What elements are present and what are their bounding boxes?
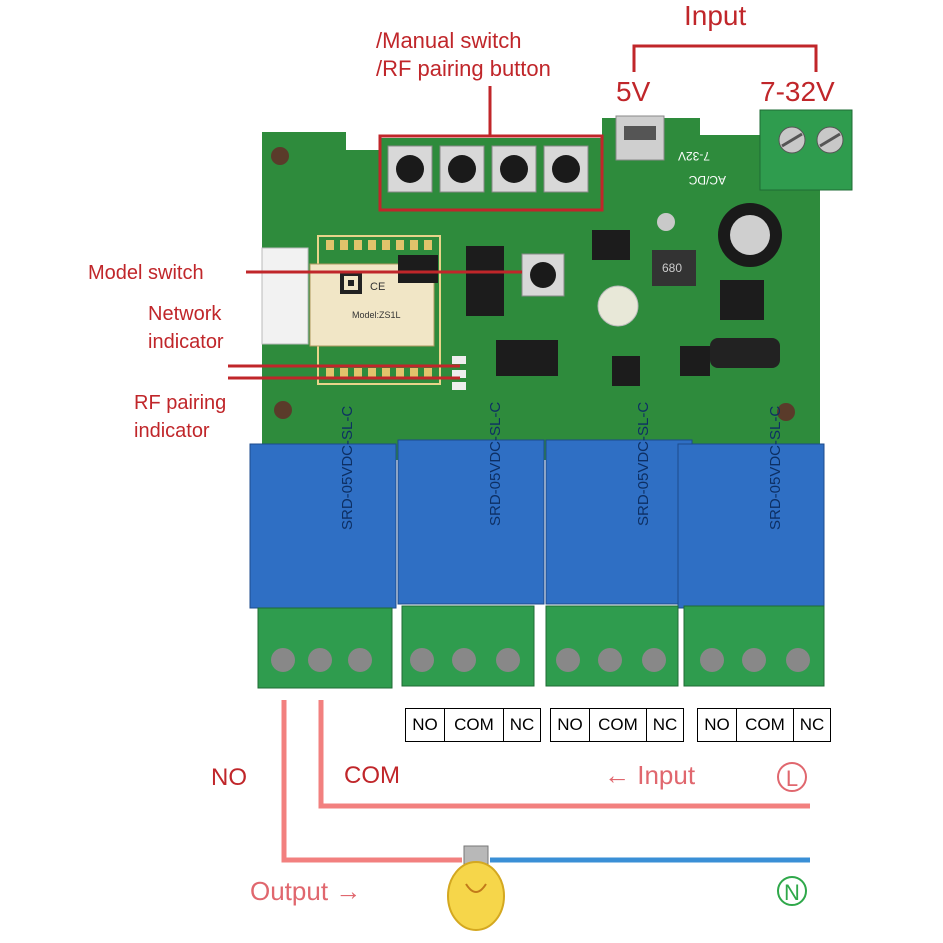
- ic-chips: [398, 230, 764, 386]
- relay-terminal-labels-3: NO COM NC: [697, 708, 831, 742]
- 5v-label: 5V: [616, 76, 651, 107]
- module-ce-text: CE: [370, 281, 385, 293]
- relay-3: SRD-05VDC-SL-C: [545, 402, 693, 605]
- inductor: [652, 250, 696, 286]
- relay-4-part: SRD-05VDC-SL-C: [767, 406, 784, 530]
- 7-32v-label: 7-32V: [760, 76, 835, 107]
- model-switch-button: [521, 253, 565, 297]
- terminal-nc-label: NC: [799, 715, 825, 734]
- terminal-nc-label: NC: [652, 715, 678, 734]
- input-label: Input: [684, 0, 747, 31]
- relay-terminal-labels-1: NO COM NC: [405, 708, 541, 742]
- relay-2-part: SRD-05VDC-SL-C: [487, 402, 504, 526]
- indicator-pointer-lines: [228, 270, 522, 380]
- board-power-text: 7-32V: [678, 149, 710, 163]
- relay-terminal-blocks: [257, 605, 825, 689]
- terminal-no-label: NO: [551, 709, 590, 741]
- live-symbol: L: [777, 762, 807, 792]
- terminal-nc-label: NC: [509, 715, 535, 734]
- wire-output-label: Output →: [250, 876, 362, 906]
- white-connector: [261, 247, 309, 345]
- wire-com-label: COM: [344, 762, 400, 789]
- rf-pairing-indicator-label-line1: RF pairing: [134, 392, 227, 414]
- wire-no-label: NO: [211, 764, 247, 791]
- terminal-no-label: NO: [406, 709, 445, 741]
- model-switch-label: Model switch: [88, 262, 204, 284]
- network-indicator-leds: [452, 356, 466, 390]
- board-acdc-text: AC/DC: [688, 173, 726, 187]
- rf-pairing-indicator-label-line2: indicator: [134, 420, 210, 442]
- terminal-com-label: COM: [737, 709, 794, 741]
- capacitor: [718, 203, 782, 267]
- rf-pairing-button-label: /RF pairing button: [376, 56, 551, 81]
- relays: SRD-05VDC-SL-C SRD-05VDC-SL-C SRD-05VDC-…: [249, 402, 825, 609]
- terminal-com-label: COM: [590, 709, 647, 741]
- manual-switch-buttons: [387, 145, 589, 193]
- wires: [281, 700, 810, 863]
- relay-1-part: SRD-05VDC-SL-C: [339, 406, 356, 530]
- terminal-no-label: NO: [698, 709, 737, 741]
- relay-terminal-labels-2: NO COM NC: [550, 708, 684, 742]
- power-terminal-block: [759, 109, 853, 191]
- relay-2: SRD-05VDC-SL-C: [397, 402, 545, 605]
- output-wire: [281, 700, 462, 863]
- com-wire: [318, 700, 810, 809]
- light-bulb-icon: [447, 845, 505, 931]
- rf-coil: [710, 338, 780, 368]
- manual-switch-label: /Manual switch: [376, 28, 522, 53]
- wire-input-label: ← Input: [604, 760, 696, 790]
- network-indicator-label-line1: Network: [148, 303, 222, 325]
- relay-4: SRD-05VDC-SL-C: [677, 406, 825, 609]
- neutral-symbol: N: [777, 876, 807, 906]
- relay-1: SRD-05VDC-SL-C: [249, 406, 397, 609]
- button-highlight-box: [378, 134, 604, 212]
- terminal-com-label: COM: [445, 709, 504, 741]
- buzzer: [597, 285, 639, 327]
- input-bracket: [632, 44, 818, 72]
- relay-3-part: SRD-05VDC-SL-C: [635, 402, 652, 526]
- inductor-text: 680: [662, 261, 682, 275]
- module-model-text: Model:ZS1L: [352, 310, 401, 320]
- network-indicator-label-line2: indicator: [148, 331, 224, 353]
